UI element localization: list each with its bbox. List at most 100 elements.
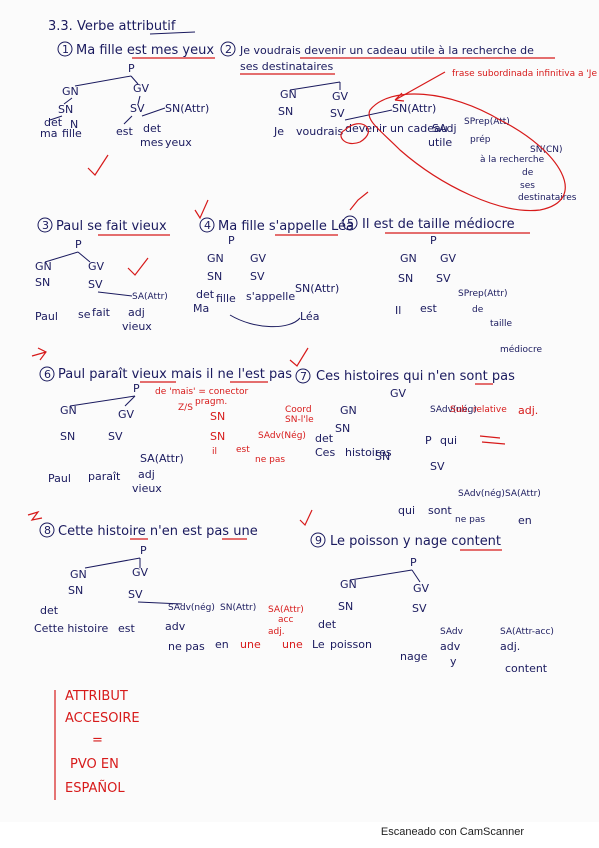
svg-text:2: 2 bbox=[225, 43, 232, 56]
svg-text:GN: GN bbox=[340, 578, 357, 591]
attribut-accessoire-note: ATTRIBUT ACCESOIRE = PVO EN ESPAÑOL bbox=[54, 689, 140, 800]
svg-text:sont: sont bbox=[428, 504, 452, 517]
svg-text:Je: Je bbox=[273, 125, 284, 138]
svg-text:SA(Attr): SA(Attr) bbox=[268, 605, 304, 615]
sentence-6-text: Paul paraît vieux mais il ne l'est pas bbox=[58, 367, 292, 382]
svg-text:yeux: yeux bbox=[165, 136, 192, 149]
svg-text:Paul: Paul bbox=[35, 310, 58, 323]
svg-text:SN: SN bbox=[335, 422, 350, 435]
svg-text:SN: SN bbox=[35, 276, 50, 289]
svg-text:SV: SV bbox=[430, 460, 445, 473]
svg-text:se: se bbox=[78, 308, 91, 321]
svg-text:7: 7 bbox=[300, 370, 307, 383]
svg-text:en: en bbox=[518, 514, 532, 527]
tree-8: P GN GV SN SV SAdv(nég) SN(Attr) SA(Attr… bbox=[34, 544, 304, 653]
svg-text:taille: taille bbox=[490, 319, 513, 329]
svg-text:1: 1 bbox=[62, 43, 69, 56]
svg-text:SAdj: SAdj bbox=[432, 122, 457, 135]
svg-text:Z/S: Z/S bbox=[178, 403, 193, 413]
svg-text:PVO EN: PVO EN bbox=[70, 757, 119, 772]
svg-text:P: P bbox=[410, 556, 417, 569]
svg-text:det: det bbox=[196, 288, 215, 301]
tree-7: GV GN SN det Ces histoires SAdv(nég) Sub… bbox=[315, 387, 541, 527]
svg-text:de: de bbox=[522, 168, 534, 178]
svg-text:en: en bbox=[215, 638, 229, 651]
sentence-7-text: Ces histoires qui n'en sont pas bbox=[316, 369, 515, 384]
svg-text:N: N bbox=[70, 118, 78, 131]
sentence-4-text: Ma fille s'appelle Léa bbox=[218, 219, 354, 234]
svg-text:à la recherche: à la recherche bbox=[480, 155, 545, 165]
svg-text:Il: Il bbox=[395, 304, 401, 317]
svg-text:SN: SN bbox=[398, 272, 413, 285]
svg-text:GV: GV bbox=[413, 582, 430, 595]
svg-text:SN(CN): SN(CN) bbox=[530, 145, 562, 155]
svg-text:histoires: histoires bbox=[345, 446, 392, 459]
svg-text:GV: GV bbox=[132, 566, 149, 579]
svg-text:pragm.: pragm. bbox=[195, 397, 227, 407]
svg-text:SAdv(Nég): SAdv(Nég) bbox=[258, 430, 306, 441]
sentence-5-text: Il est de taille médiocre bbox=[362, 217, 515, 232]
svg-text:destinataires: destinataires bbox=[518, 193, 577, 203]
svg-text:SN: SN bbox=[68, 584, 83, 597]
svg-text:GN: GN bbox=[70, 568, 87, 581]
svg-text:4: 4 bbox=[204, 219, 211, 232]
svg-text:est: est bbox=[116, 125, 133, 138]
svg-text:GV: GV bbox=[332, 90, 349, 103]
svg-text:GN: GN bbox=[60, 404, 77, 417]
svg-text:vieux: vieux bbox=[122, 320, 152, 333]
svg-text:det: det bbox=[318, 618, 337, 631]
svg-text:SN(Attr): SN(Attr) bbox=[392, 102, 436, 115]
svg-text:P: P bbox=[128, 62, 135, 75]
svg-text:devenir: devenir bbox=[345, 122, 387, 135]
svg-text:y: y bbox=[450, 655, 457, 668]
svg-text:SN: SN bbox=[207, 270, 222, 283]
svg-text:Le: Le bbox=[312, 638, 325, 651]
svg-text:SV: SV bbox=[250, 270, 265, 283]
svg-text:GN: GN bbox=[207, 252, 224, 265]
svg-text:SV: SV bbox=[330, 107, 345, 120]
svg-text:ne pas: ne pas bbox=[455, 515, 485, 525]
svg-text:une: une bbox=[282, 638, 303, 651]
svg-text:SPrep(Attr): SPrep(Attr) bbox=[458, 289, 508, 299]
svg-text:GN: GN bbox=[400, 252, 417, 265]
svg-text:SN(Attr): SN(Attr) bbox=[220, 603, 256, 613]
svg-text:P: P bbox=[133, 382, 140, 395]
svg-text:SV: SV bbox=[88, 278, 103, 291]
sentence-4: 4 Ma fille s'appelle Léa bbox=[199, 217, 354, 236]
svg-text:5: 5 bbox=[347, 217, 354, 230]
svg-text:qui: qui bbox=[398, 504, 415, 517]
svg-text:SN: SN bbox=[60, 430, 75, 443]
tree-4: P GN GV SN SV SN(Attr) det Ma fille s'ap… bbox=[193, 234, 339, 328]
svg-text:GN: GN bbox=[35, 260, 52, 273]
sentence-8-text: Cette histoire n'en est pas une bbox=[58, 524, 258, 539]
svg-text:qui: qui bbox=[440, 434, 457, 447]
svg-text:SPrep(Att): SPrep(Att) bbox=[464, 117, 510, 127]
svg-text:de 'mais' = conector: de 'mais' = conector bbox=[155, 387, 248, 397]
svg-text:adj.: adj. bbox=[518, 404, 538, 417]
svg-text:P: P bbox=[425, 434, 432, 447]
svg-text:prép: prép bbox=[470, 134, 491, 145]
svg-text:SA(Attr): SA(Attr) bbox=[140, 452, 184, 465]
svg-text:det: det bbox=[143, 122, 162, 135]
svg-text:SV: SV bbox=[108, 430, 123, 443]
svg-text:6: 6 bbox=[44, 368, 51, 381]
svg-text:ma: ma bbox=[40, 127, 57, 140]
svg-text:voudrais: voudrais bbox=[296, 125, 344, 138]
svg-text:GN: GN bbox=[280, 88, 297, 101]
svg-text:mes: mes bbox=[140, 136, 163, 149]
sentence-2-note: frase subordinada infinitiva a 'Je voudr… bbox=[452, 69, 599, 79]
svg-text:GV: GV bbox=[390, 387, 407, 400]
tree-3: P GN GV SN SV SA(Attr) Paul se fait adj … bbox=[35, 238, 168, 333]
svg-text:GN: GN bbox=[62, 85, 79, 98]
camscanner-watermark: Escaneado con CamScanner bbox=[380, 826, 524, 838]
tree-2: GN GV SN SV SN(Attr) Je voudrais devenir… bbox=[273, 81, 577, 212]
svg-text:SN-l'le: SN-l'le bbox=[285, 415, 314, 425]
svg-text:SN: SN bbox=[58, 103, 73, 116]
svg-text:est: est bbox=[236, 445, 250, 455]
sentence-3-text: Paul se fait vieux bbox=[56, 219, 167, 234]
sentence-9-text: Le poisson y nage content bbox=[330, 534, 501, 549]
svg-text:il: il bbox=[212, 447, 217, 457]
footer-area bbox=[0, 822, 599, 848]
svg-text:GV: GV bbox=[440, 252, 457, 265]
